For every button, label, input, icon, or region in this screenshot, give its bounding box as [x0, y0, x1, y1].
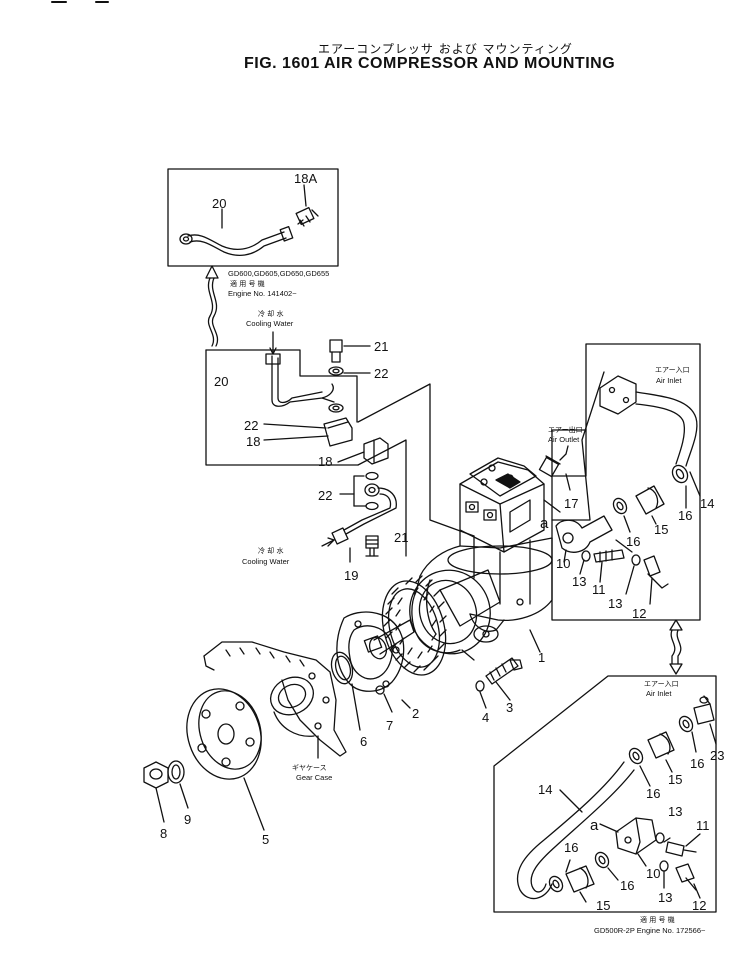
callout-10-upper: 10	[556, 556, 570, 571]
flange-5	[186, 688, 265, 831]
callout-7: 7	[386, 718, 393, 733]
gear-case	[203, 641, 347, 759]
callout-23: 23	[710, 748, 724, 763]
callout-13-upper-a: 13	[572, 574, 586, 589]
drive-shaft	[363, 619, 415, 660]
figure-title: FIG. 1601 AIR COMPRESSOR AND MOUNTING	[244, 55, 616, 72]
callout-13-upper-b: 13	[608, 596, 622, 611]
callout-8: 8	[160, 826, 167, 841]
footer-engine-number: GD500R-2P Engine No. 172566~	[594, 926, 706, 935]
callout-18a-inset: 18A	[294, 171, 317, 186]
hose-pipe-20-inset	[179, 226, 294, 257]
air-inlet-box-upper	[551, 343, 701, 621]
callout-20-inset: 20	[212, 196, 226, 211]
air-outlet-label: Air Outlet	[548, 435, 580, 444]
compressor-body	[409, 529, 553, 661]
callout-12-upper: 12	[632, 606, 646, 621]
title-japanese: エアーコンプレッサ および マウンティング	[318, 42, 573, 56]
bolt-12-upper	[643, 555, 669, 605]
callout-16-lower-a: 16	[690, 756, 704, 771]
elbow-10-upper	[555, 515, 613, 563]
inset-models: GD600,GD605,GD650,GD655	[228, 269, 329, 278]
callout-11-lower: 11	[696, 818, 710, 833]
bolt-3	[485, 657, 523, 701]
cooling-water-left-jp: 冷 却 水	[258, 546, 283, 555]
inset-engine-number: Engine No. 141402~	[228, 289, 297, 298]
callout-9: 9	[184, 812, 191, 827]
callout-13-lower-a: 13	[668, 804, 682, 819]
callout-a-lower: a	[590, 817, 599, 834]
connector-18a-inset	[295, 206, 319, 227]
cooling-pipe-19	[345, 487, 397, 535]
inset-frame-top	[167, 168, 339, 267]
air-inlet-upper-jp: エアー入口	[655, 366, 690, 374]
air-inlet-box-lower	[493, 675, 717, 913]
air-inlet-elbow-upper	[599, 375, 698, 467]
arrow-link-inset	[205, 265, 219, 347]
callout-15-lower-b: 15	[596, 898, 610, 913]
air-inlet-lower-jp: エアー入口	[644, 680, 679, 688]
callout-13-lower-b: 13	[658, 890, 672, 905]
callout-6: 6	[360, 734, 367, 749]
bolt-12-lower	[675, 863, 701, 899]
bolt-11-upper	[593, 549, 625, 583]
callout-14-upper: 14	[700, 496, 714, 511]
cooling-water-top-jp: 冷 却 水	[258, 309, 283, 318]
air-inlet-fitting-23	[693, 695, 717, 745]
inset-engine-jp: 適 用 号 機	[230, 279, 265, 288]
o-ring-6	[330, 651, 361, 731]
callout-17: 17	[564, 496, 578, 511]
callout-3: 3	[506, 700, 513, 715]
gear-case-label: Gear Case	[296, 773, 332, 782]
callout-21-upper: 21	[374, 339, 388, 354]
callout-a-upper: a	[540, 515, 549, 532]
callout-14-lower: 14	[538, 782, 552, 797]
callout-18-upper: 18	[246, 434, 260, 449]
callout-22-upper: 22	[374, 366, 388, 381]
washer-9	[167, 760, 189, 809]
callout-10-lower: 10	[646, 866, 660, 881]
arrow-link-right	[669, 619, 683, 675]
gasket-2	[336, 611, 405, 692]
air-outlet-jp: エアー出口	[548, 425, 583, 434]
callout-5: 5	[262, 832, 269, 847]
cooling-water-box	[205, 349, 359, 466]
callout-19: 19	[344, 568, 358, 583]
callout-15-upper: 15	[654, 522, 668, 537]
bolt-11-lower	[665, 833, 701, 857]
air-inlet-lower-label: Air Inlet	[646, 689, 672, 698]
callout-16-upper-b: 16	[678, 508, 692, 523]
callout-22-mid: 22	[244, 418, 258, 433]
callout-16-lower-c: 16	[564, 840, 578, 855]
drive-gear	[381, 575, 447, 676]
cooling-water-top: Cooling Water	[246, 319, 294, 328]
gear-case-jp: ギヤケース	[292, 764, 327, 772]
air-inlet-upper-label: Air Inlet	[656, 376, 682, 385]
callout-2: 2	[412, 706, 419, 721]
hose-14-lower	[516, 761, 635, 900]
compressor-head	[459, 457, 561, 553]
cooling-pipe-20	[271, 355, 334, 407]
callout-16-lower-d: 16	[620, 878, 634, 893]
callout-22-lower: 22	[318, 488, 332, 503]
callout-15-lower-a: 15	[668, 772, 682, 787]
callout-11-upper: 11	[592, 582, 606, 597]
callout-12-lower: 12	[692, 898, 706, 913]
footer-jp: 適 用 号 機	[640, 915, 675, 924]
nut-8	[143, 761, 169, 823]
callout-21-lower: 21	[394, 530, 408, 545]
elbow-10-lower	[615, 817, 657, 867]
callout-16-lower-b: 16	[646, 786, 660, 801]
callout-16-upper-a: 16	[626, 534, 640, 549]
callout-1: 1	[538, 650, 545, 665]
callout-4: 4	[482, 710, 489, 725]
callout-20: 20	[214, 374, 228, 389]
cooling-water-left: Cooling Water	[242, 557, 290, 566]
callout-18-lower: 18	[318, 454, 332, 469]
